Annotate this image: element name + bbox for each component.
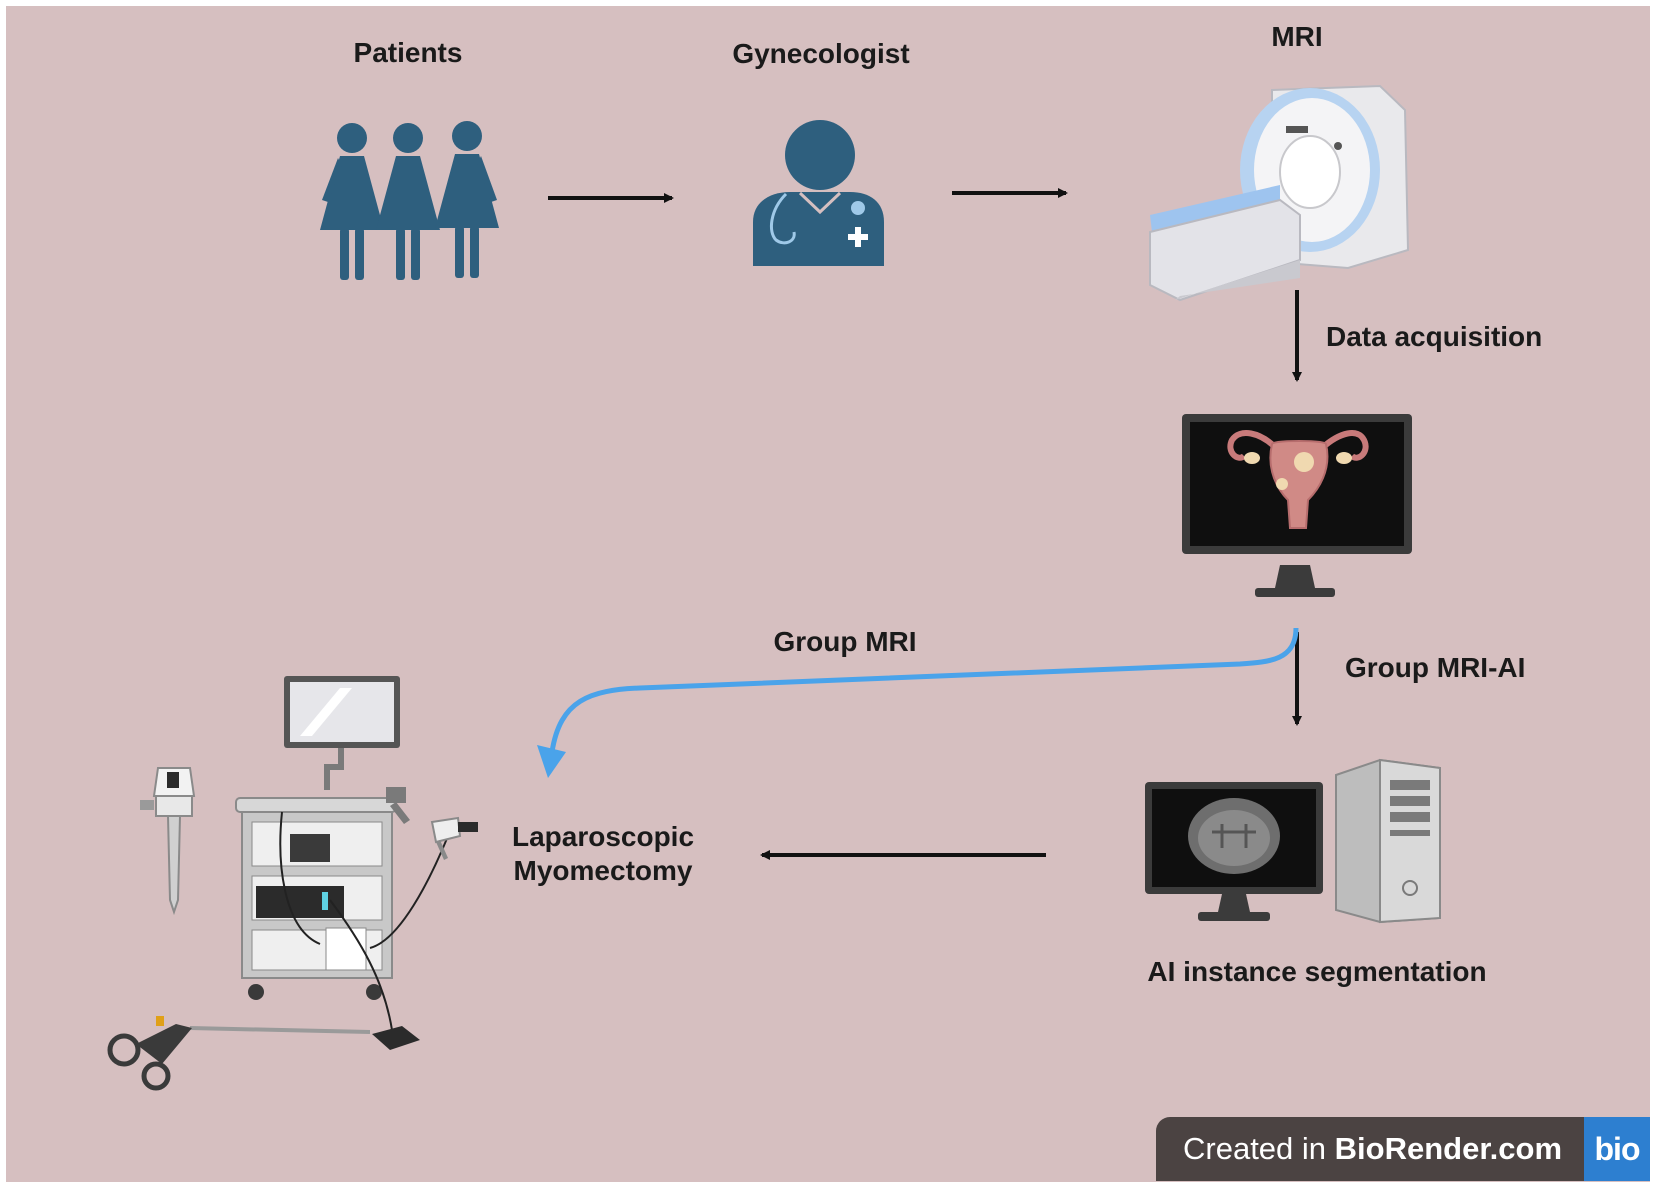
biorender-badge: Created in BioRender.com bio bbox=[1156, 1117, 1650, 1181]
pc-tower-icon bbox=[1335, 758, 1441, 924]
laparoscopic-label-line2: Myomectomy bbox=[514, 855, 693, 886]
laparoscopy-tower-icon bbox=[235, 676, 449, 1031]
arrow-group-mri bbox=[537, 627, 1299, 778]
ai-segmentation-label: AI instance segmentation bbox=[1147, 956, 1486, 987]
foot-pedal-icon bbox=[372, 1026, 420, 1050]
biorender-credit: Created in BioRender.com bbox=[1183, 1131, 1562, 1167]
laparoscopic-label-line1: Laparoscopic bbox=[512, 821, 694, 852]
grasper-icon bbox=[107, 1016, 371, 1091]
mri-scanner-icon bbox=[1149, 84, 1410, 302]
doctor-icon bbox=[753, 120, 884, 266]
three-women-icon bbox=[320, 121, 499, 280]
group-mri-ai-label: Group MRI-AI bbox=[1345, 652, 1525, 683]
gynecologist-label: Gynecologist bbox=[732, 38, 909, 69]
camera-head-icon bbox=[430, 816, 478, 860]
trocar-icon bbox=[140, 767, 196, 916]
badge-brand: BioRender.com bbox=[1334, 1131, 1563, 1166]
data-acquisition-label: Data acquisition bbox=[1326, 321, 1542, 352]
monitor-uterus-icon bbox=[1182, 414, 1412, 597]
monitor-brain-icon bbox=[1145, 782, 1323, 921]
mri-label: MRI bbox=[1271, 21, 1322, 52]
badge-prefix: Created in bbox=[1183, 1131, 1335, 1166]
biorender-logo: bio bbox=[1584, 1117, 1650, 1181]
group-mri-label: Group MRI bbox=[773, 626, 916, 657]
patients-label: Patients bbox=[354, 37, 463, 68]
